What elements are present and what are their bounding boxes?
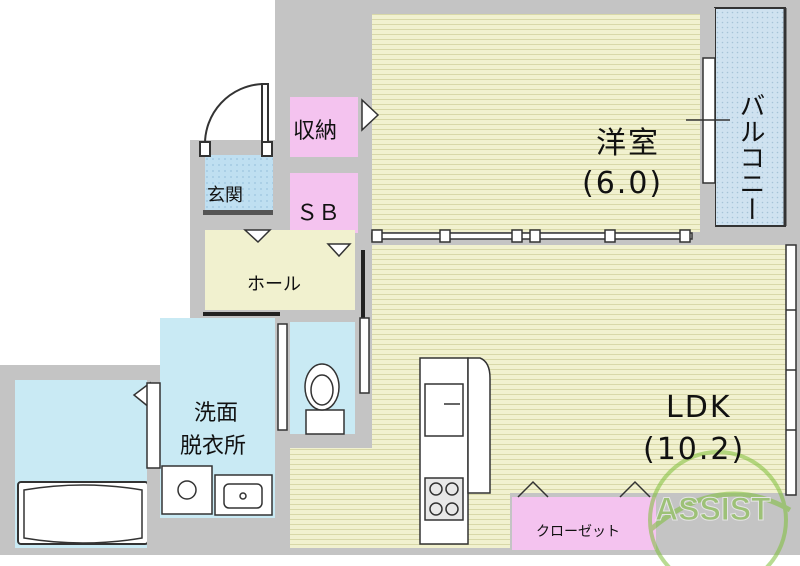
entrance-step bbox=[203, 210, 275, 215]
ldk-windows bbox=[785, 244, 797, 496]
entrance-floor bbox=[205, 155, 273, 215]
balcony-window bbox=[686, 57, 730, 184]
hall-label: ホール bbox=[247, 274, 301, 295]
closet-label: クローゼット bbox=[536, 524, 620, 540]
western-room-floor bbox=[372, 14, 702, 232]
balcony-label: バルコニー bbox=[735, 92, 765, 222]
sliding-partition bbox=[371, 229, 693, 243]
bathtub bbox=[17, 481, 149, 545]
ldk-size: (10.2) bbox=[643, 432, 746, 467]
closet-doors bbox=[517, 480, 651, 498]
washroom-label-line1: 洗面 bbox=[194, 401, 239, 426]
door-markers bbox=[132, 98, 380, 469]
washbasin bbox=[214, 474, 273, 516]
storage-label: 収納 bbox=[293, 119, 338, 144]
kitchen-counter bbox=[419, 357, 491, 545]
watermark-logo: ASSIST bbox=[648, 450, 792, 566]
ldk-name: LDK bbox=[666, 390, 732, 425]
shoe-box-label: ＳＢ bbox=[296, 201, 341, 226]
storage-floor bbox=[290, 97, 358, 157]
toilet-fixture bbox=[304, 363, 345, 435]
western-room-name: 洋室 bbox=[596, 126, 660, 161]
closet-floor bbox=[512, 497, 656, 550]
washing-machine-pan bbox=[161, 465, 213, 515]
partition-lines bbox=[203, 250, 365, 320]
washroom-label-line2: 脱衣所 bbox=[180, 434, 247, 459]
entrance-label: 玄関 bbox=[207, 185, 243, 206]
svg-text:ASSIST: ASSIST bbox=[655, 491, 771, 527]
shoe-box-floor bbox=[290, 173, 358, 233]
entrance-door bbox=[199, 83, 273, 157]
western-room-size: (6.0) bbox=[582, 166, 664, 201]
balcony-floor bbox=[714, 7, 786, 227]
